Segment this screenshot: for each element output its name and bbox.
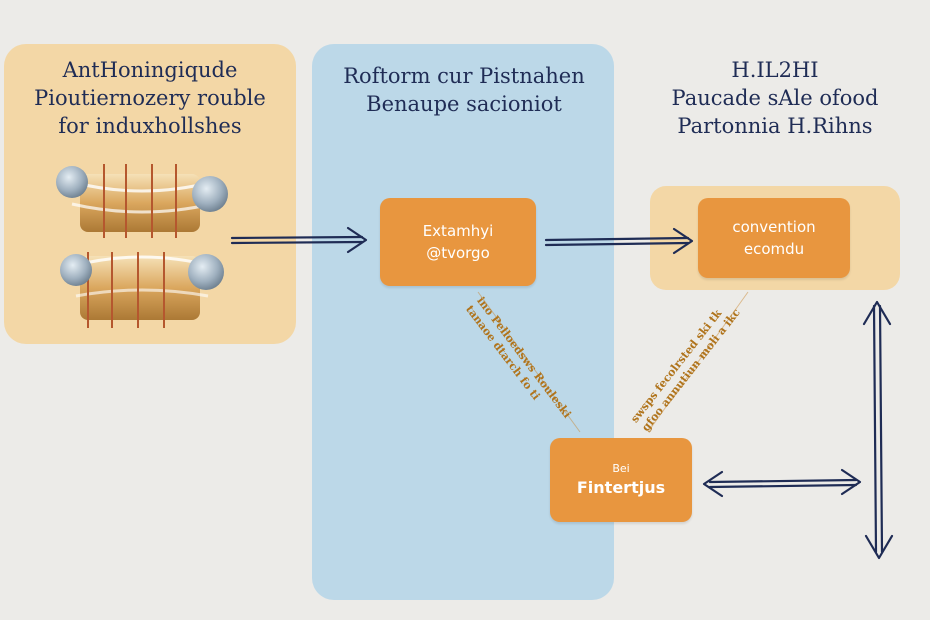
extract-node-line-2: @tvorgo <box>426 244 490 262</box>
arrow-extract-to-convert <box>544 227 694 255</box>
right-panel-heading: H.IL2HI Paucade sAle ofood Partonnia H.R… <box>640 56 910 140</box>
double-arrow-final-to-right <box>702 468 862 498</box>
left-heading-line-2: Pioutiernozery rouble <box>34 86 266 110</box>
vertical-double-arrow <box>862 300 894 560</box>
final-node-title: Fintertjus <box>576 478 666 497</box>
arrow-left-to-extract <box>230 226 368 254</box>
right-heading-line-2: Paucade sAle ofood <box>671 86 879 110</box>
left-heading-line-1: AntHoningiqude <box>62 58 238 82</box>
convert-node-line-1: convention <box>732 218 816 236</box>
right-heading-line-1: H.IL2HI <box>731 58 819 82</box>
connector-convert-to-final <box>647 291 749 433</box>
middle-heading-line-2: Benaupe sacioniot <box>366 92 562 116</box>
middle-panel-heading: Roftorm cur Pistnahen Benaupe sacioniot <box>316 62 612 118</box>
middle-heading-line-1: Roftorm cur Pistnahen <box>343 64 585 88</box>
convert-node[interactable]: convention ecomdu <box>698 198 850 278</box>
final-node-small-label: Bei <box>612 462 630 475</box>
extract-node-line-1: Extamhyi <box>422 222 494 240</box>
left-panel-heading: AntHoningiqude Pioutiernozery rouble for… <box>20 56 280 140</box>
final-node[interactable]: Bei Fintertjus <box>550 438 692 522</box>
extract-node[interactable]: Extamhyi @tvorgo <box>380 198 536 286</box>
convert-node-line-2: ecomdu <box>743 240 805 258</box>
connector-extract-to-final <box>477 291 581 433</box>
left-heading-line-3: for induxhollshes <box>58 114 242 138</box>
pulley-rollers-with-food-icon <box>56 164 228 328</box>
right-heading-line-3: Partonnia H.Rihns <box>677 114 873 138</box>
